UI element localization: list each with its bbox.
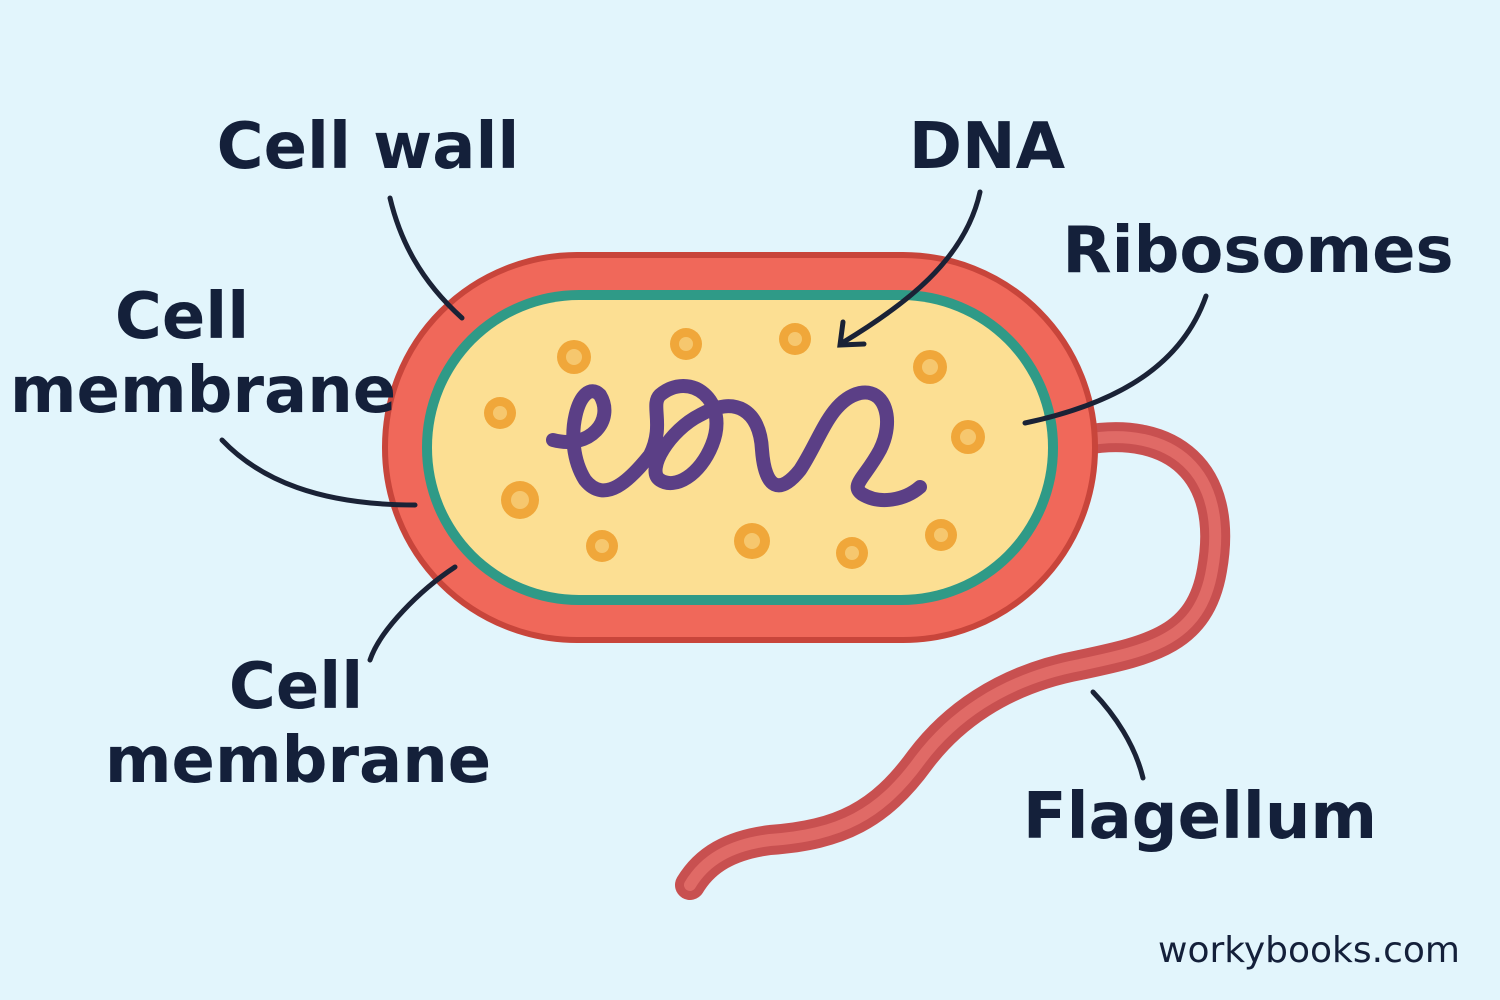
ribosome bbox=[913, 350, 947, 384]
ribosome bbox=[484, 397, 516, 429]
leader-line-ribosomes bbox=[1022, 293, 1209, 426]
label-dna: DNA bbox=[909, 110, 1066, 184]
ribosomes bbox=[484, 323, 985, 569]
ribosome bbox=[670, 328, 702, 360]
leader-line-cell-membrane-lower bbox=[367, 564, 458, 663]
label-cell-membrane-lower-line1: Cell bbox=[229, 650, 363, 724]
label-cell-wall: Cell wall bbox=[217, 110, 520, 184]
dna-strand bbox=[546, 378, 927, 507]
leader-line-cell-membrane-upper bbox=[219, 437, 418, 508]
ribosome bbox=[925, 519, 957, 551]
ribosome bbox=[734, 523, 770, 559]
ribosome bbox=[951, 420, 985, 454]
ribosome bbox=[586, 530, 618, 562]
label-flagellum: Flagellum bbox=[1023, 780, 1377, 854]
dna-arrowhead-icon bbox=[837, 319, 867, 348]
label-cell-membrane-lower-line2: membrane bbox=[105, 724, 491, 798]
leader-line-flagellum bbox=[1090, 689, 1146, 781]
watermark: workybooks.com bbox=[1158, 930, 1460, 971]
label-ribosomes: Ribosomes bbox=[1062, 214, 1453, 288]
ribosome bbox=[557, 340, 591, 374]
leader-lines bbox=[219, 189, 1209, 781]
cytoplasm bbox=[432, 300, 1048, 595]
ribosome bbox=[501, 481, 539, 519]
ribosome bbox=[779, 323, 811, 355]
flagellum-highlight bbox=[684, 431, 1222, 891]
label-cell-membrane-upper-line2: membrane bbox=[10, 354, 396, 428]
leader-line-dna bbox=[839, 189, 983, 346]
flagellum bbox=[675, 422, 1231, 900]
label-cell-membrane-upper-line1: Cell bbox=[115, 280, 249, 354]
labels: Cell wall DNA Ribosomes Cell membrane Ce… bbox=[10, 110, 1460, 971]
leader-line-cell-wall bbox=[387, 195, 465, 321]
ribosome bbox=[836, 537, 868, 569]
